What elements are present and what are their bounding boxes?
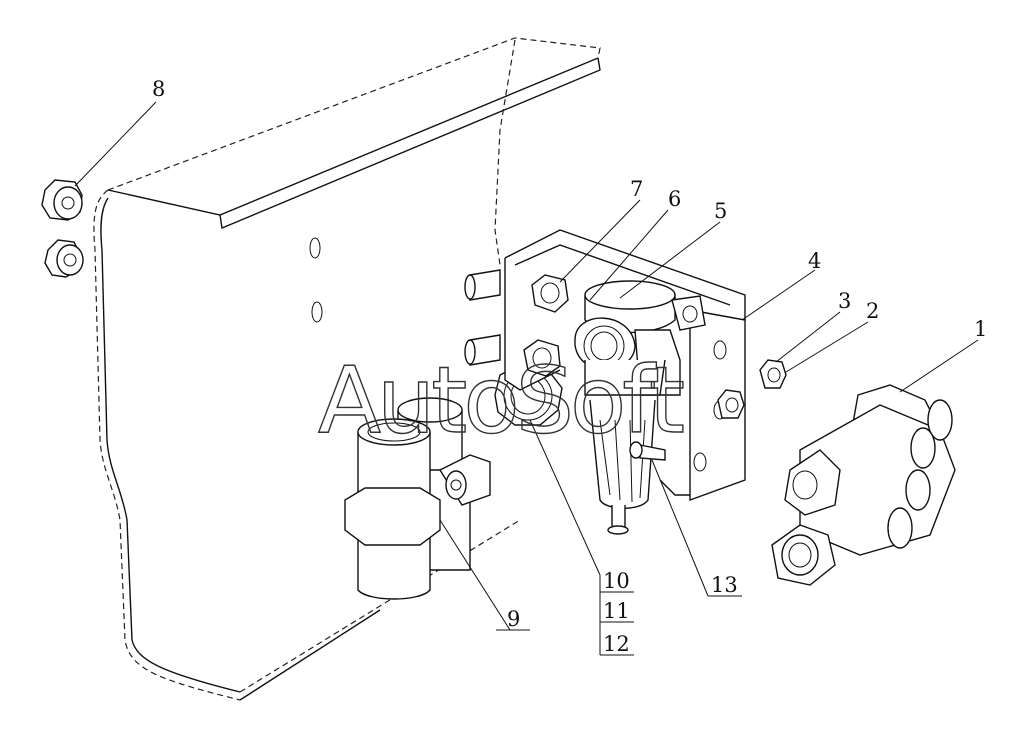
callout-9: 9 <box>507 607 520 631</box>
callout-6: 6 <box>668 187 681 211</box>
callout-3: 3 <box>838 289 851 313</box>
callout-5: 5 <box>714 199 727 223</box>
callout-11: 11 <box>603 599 630 623</box>
mounting-plate <box>93 37 601 701</box>
callout-7: 7 <box>630 177 643 201</box>
callout-10: 10 <box>603 569 630 593</box>
manifold-part-1 <box>771 384 956 586</box>
watermark-text: AutoSoft <box>318 347 683 454</box>
callout-13: 13 <box>711 573 738 597</box>
callout-1: 1 <box>974 317 987 341</box>
callout-4: 4 <box>808 249 821 273</box>
callout-8: 8 <box>152 77 165 101</box>
tee-fitting-part-9 <box>344 397 491 600</box>
flange-nut-part-8 <box>41 179 84 278</box>
nut-part-2-3 <box>717 359 787 419</box>
callout-12: 12 <box>603 632 630 656</box>
leader-lines <box>74 101 979 656</box>
valve-assembly <box>464 229 746 535</box>
callout-2: 2 <box>866 299 879 323</box>
